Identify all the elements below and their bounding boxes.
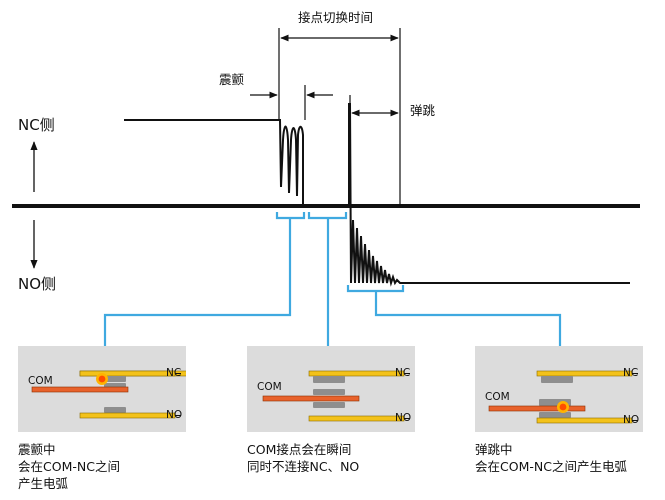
no-side-label: NO侧 (18, 275, 57, 293)
nc-side-label: NC侧 (18, 116, 55, 134)
nc-signal-trace (124, 119, 304, 206)
switch-time-label: 接点切换时间 (298, 10, 374, 25)
no-label: NO (395, 412, 412, 424)
caption-line: 产生电弧 (18, 476, 69, 491)
no-signal-trace (348, 103, 630, 287)
caption-line: 会在COM-NC之间 (18, 459, 120, 474)
gap-bracket (307, 212, 348, 346)
com-label: COM (485, 391, 510, 403)
bounce-contact-illustration (488, 370, 638, 424)
nc-label: NC (395, 367, 411, 379)
caption-line: 同时不连接NC、NO (247, 459, 360, 474)
vibration-contact-illustration (31, 370, 186, 419)
com-label: COM (28, 375, 53, 387)
no-label: NO (166, 409, 183, 421)
bounce-bracket (346, 285, 562, 346)
caption-line: 震颤中 (18, 442, 56, 457)
vibration-panel: COM NC NO (18, 346, 186, 432)
caption-line: 会在COM-NC之间产生电弧 (475, 459, 627, 474)
bounce-label: 弹跳 (410, 103, 436, 118)
gap-caption: COM接点会在瞬间 同时不连接NC、NO (247, 441, 359, 475)
gap-panel: COM NC NO (247, 346, 415, 432)
vibration-bracket (103, 212, 306, 346)
caption-line: COM接点会在瞬间 (247, 442, 352, 457)
vibration-caption: 震颤中 会在COM-NC之间 产生电弧 (18, 441, 120, 492)
bounce-caption: 弹跳中 会在COM-NC之间产生电弧 (475, 441, 627, 475)
com-label: COM (257, 381, 282, 393)
bounce-panel: COM NC NO (475, 346, 643, 432)
nc-label: NC (623, 367, 639, 379)
nc-label: NC (166, 367, 182, 379)
no-label: NO (623, 414, 640, 426)
caption-line: 弹跳中 (475, 442, 513, 457)
vibration-label: 震颤 (219, 72, 245, 87)
gap-contact-illustration (262, 370, 410, 422)
